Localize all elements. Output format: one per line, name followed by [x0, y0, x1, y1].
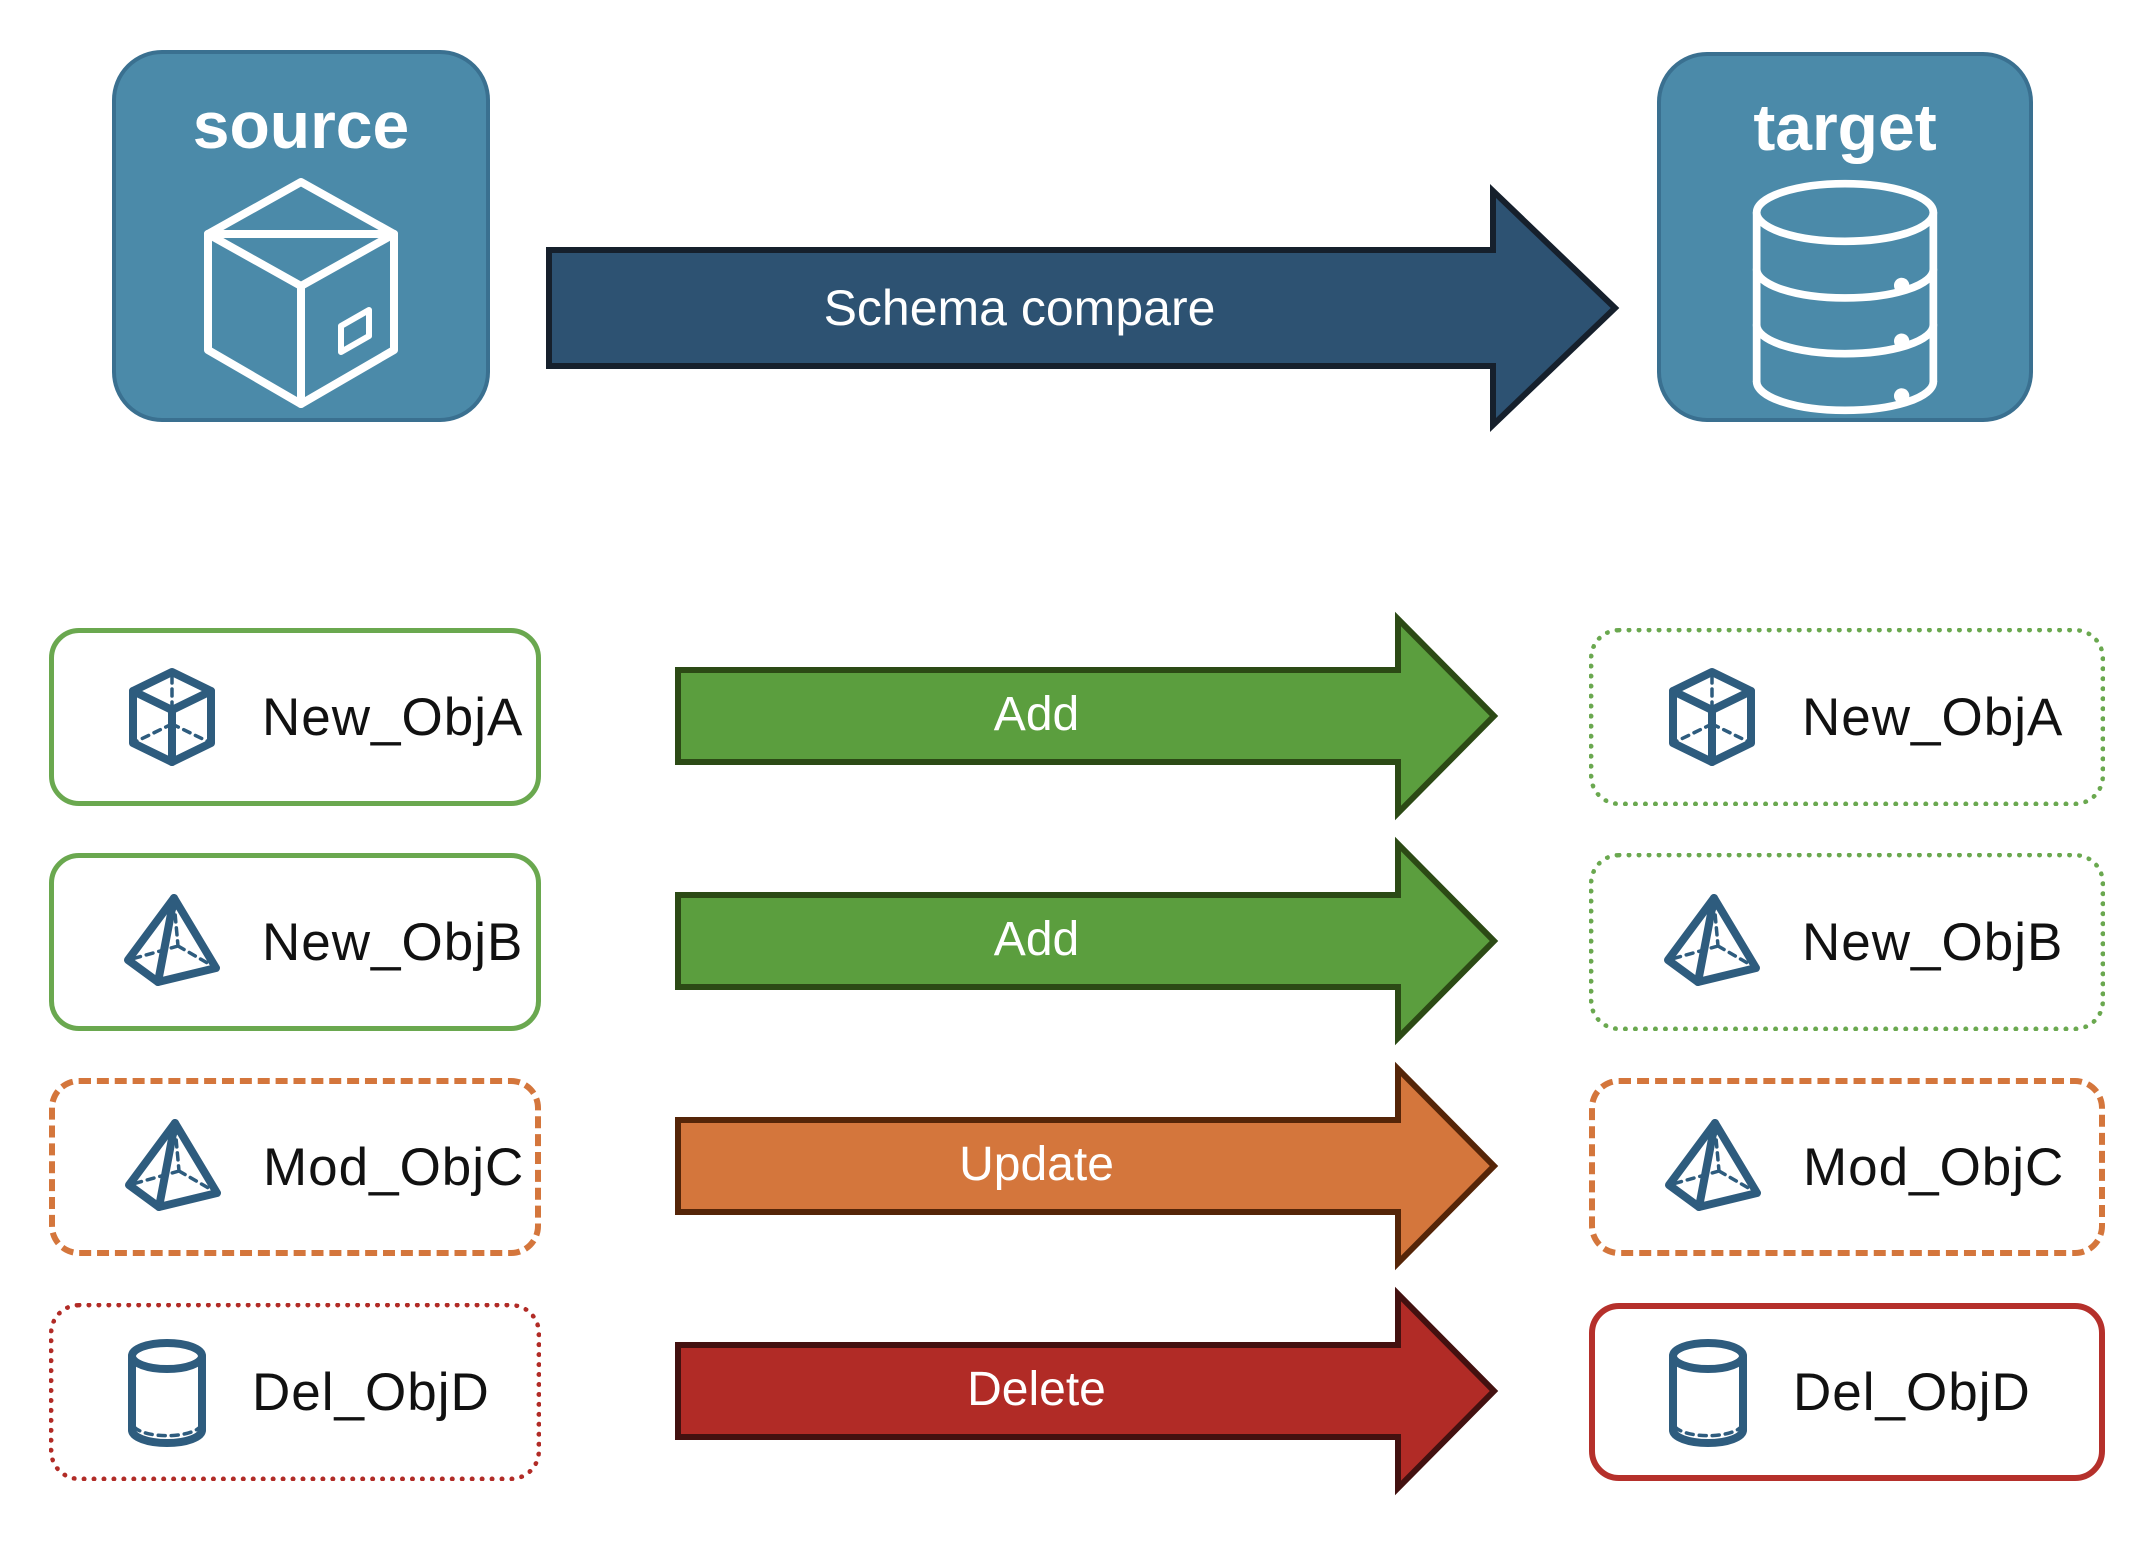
target-object-card-new-obja: New_ObjA — [1589, 628, 2105, 806]
cylinder-icon — [128, 1339, 206, 1447]
object-label: Del_ObjD — [1793, 1362, 2031, 1422]
add-arrow — [675, 611, 1499, 821]
object-label: New_ObjA — [262, 687, 524, 747]
source-object-card-del-objd: Del_ObjD — [49, 1303, 541, 1481]
object-label: New_ObjB — [1802, 912, 2064, 972]
source-object-card-new-objb: New_ObjB — [49, 853, 541, 1031]
source-object-card-new-obja: New_ObjA — [49, 628, 541, 806]
cylinder-icon — [1669, 1339, 1747, 1447]
target-object-card-mod-objc: Mod_ObjC — [1589, 1078, 2105, 1256]
source-node: source — [112, 50, 490, 422]
object-label: New_ObjB — [262, 912, 524, 972]
update-arrow — [675, 1061, 1499, 1271]
pyramid-icon — [124, 894, 220, 986]
add-arrow — [675, 836, 1499, 1046]
target-object-card-del-objd: Del_ObjD — [1589, 1303, 2105, 1481]
object-label: Mod_ObjC — [263, 1137, 525, 1197]
cube-icon — [129, 668, 215, 766]
schema-compare-arrow — [546, 183, 1620, 433]
source-node-label: source — [192, 88, 410, 162]
pyramid-icon — [1665, 1119, 1761, 1211]
database-icon — [1752, 179, 1938, 415]
pyramid-icon — [1664, 894, 1760, 986]
object-label: Mod_ObjC — [1803, 1137, 2065, 1197]
target-object-card-new-objb: New_ObjB — [1589, 853, 2105, 1031]
source-object-card-mod-objc: Mod_ObjC — [49, 1078, 541, 1256]
cube-icon — [1669, 668, 1755, 766]
target-node: target — [1657, 52, 2033, 422]
object-label: New_ObjA — [1802, 687, 2064, 747]
delete-arrow — [675, 1286, 1499, 1496]
target-node-label: target — [1753, 90, 1937, 164]
object-label: Del_ObjD — [252, 1362, 490, 1422]
package-icon — [204, 178, 398, 408]
pyramid-icon — [125, 1119, 221, 1211]
